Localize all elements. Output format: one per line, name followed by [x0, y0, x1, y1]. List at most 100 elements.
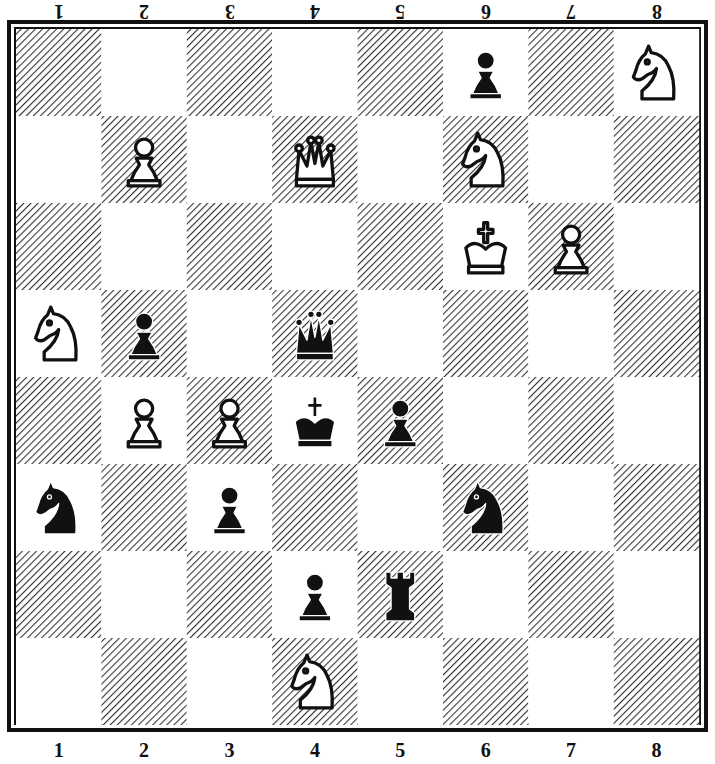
board-square — [16, 290, 101, 377]
chess-piece — [214, 487, 246, 534]
board-square — [358, 29, 443, 116]
board-square — [272, 203, 357, 290]
chess-piece — [633, 46, 673, 99]
board-square — [358, 638, 443, 725]
board-square — [443, 116, 528, 203]
file-number: 7 — [556, 2, 586, 22]
chess-piece — [128, 139, 160, 186]
board-square — [187, 29, 272, 116]
file-number: 4 — [300, 740, 330, 760]
file-number: 1 — [44, 740, 74, 760]
board-square — [272, 116, 357, 203]
board-square — [16, 464, 101, 551]
file-number: 3 — [215, 2, 245, 22]
board-square — [528, 464, 613, 551]
chess-piece — [386, 572, 415, 621]
board-square — [614, 290, 699, 377]
board-square — [358, 377, 443, 464]
board-square — [528, 638, 613, 725]
board-square — [16, 377, 101, 464]
board-square — [614, 377, 699, 464]
board-square — [16, 638, 101, 725]
board-square — [272, 29, 357, 116]
chess-piece — [296, 137, 334, 186]
board-square — [101, 551, 186, 638]
board-square — [358, 551, 443, 638]
board-square — [101, 377, 186, 464]
board-square — [187, 551, 272, 638]
file-number: 5 — [385, 2, 415, 22]
board-square — [187, 290, 272, 377]
board-square — [528, 203, 613, 290]
chess-piece — [470, 52, 502, 99]
board-square — [528, 551, 613, 638]
board-square — [443, 638, 528, 725]
board-square — [187, 203, 272, 290]
chess-piece — [295, 397, 335, 447]
board-square — [358, 116, 443, 203]
file-number: 8 — [642, 740, 672, 760]
file-number: 2 — [129, 2, 159, 22]
board-square — [443, 29, 528, 116]
board-square — [101, 29, 186, 116]
chess-piece — [296, 311, 334, 360]
board-square — [358, 464, 443, 551]
board-square — [528, 290, 613, 377]
board-square — [16, 116, 101, 203]
board-square — [358, 290, 443, 377]
board-square — [101, 638, 186, 725]
chess-piece — [128, 313, 160, 360]
board-square — [443, 464, 528, 551]
chess-piece — [36, 481, 76, 534]
file-number: 1 — [44, 2, 74, 22]
file-number: 8 — [642, 2, 672, 22]
chess-piece — [299, 574, 331, 621]
chess-piece — [555, 226, 587, 273]
file-number: 2 — [129, 740, 159, 760]
board-square — [443, 290, 528, 377]
board-square — [272, 551, 357, 638]
board-square — [614, 116, 699, 203]
board-square — [187, 638, 272, 725]
board-square — [528, 377, 613, 464]
board-square — [443, 377, 528, 464]
board-square — [272, 638, 357, 725]
file-number: 5 — [385, 740, 415, 760]
chess-piece — [463, 481, 503, 534]
board-square — [16, 551, 101, 638]
file-number: 4 — [300, 2, 330, 22]
board-square — [614, 638, 699, 725]
chess-piece — [466, 223, 506, 273]
board-square — [101, 464, 186, 551]
chess-piece — [292, 655, 332, 708]
board-square — [187, 116, 272, 203]
board-square — [272, 464, 357, 551]
board-square — [528, 116, 613, 203]
file-number: 3 — [215, 740, 245, 760]
board-square — [614, 203, 699, 290]
chess-piece — [463, 133, 503, 186]
chess-piece — [214, 400, 246, 447]
file-number: 6 — [471, 2, 501, 22]
board-square — [614, 464, 699, 551]
board-square — [16, 203, 101, 290]
chess-piece — [36, 307, 76, 360]
board-square — [101, 203, 186, 290]
board-square — [358, 203, 443, 290]
board-square — [443, 551, 528, 638]
file-number: 6 — [471, 740, 501, 760]
board-square — [272, 377, 357, 464]
board-square — [187, 377, 272, 464]
board-square — [101, 116, 186, 203]
chess-piece — [384, 400, 416, 447]
board-square — [614, 551, 699, 638]
chess-piece — [128, 400, 160, 447]
board-square — [101, 290, 186, 377]
board-square — [614, 29, 699, 116]
board-square — [443, 203, 528, 290]
board-square — [272, 290, 357, 377]
board-square — [528, 29, 613, 116]
board-square — [16, 29, 101, 116]
board-square — [187, 464, 272, 551]
